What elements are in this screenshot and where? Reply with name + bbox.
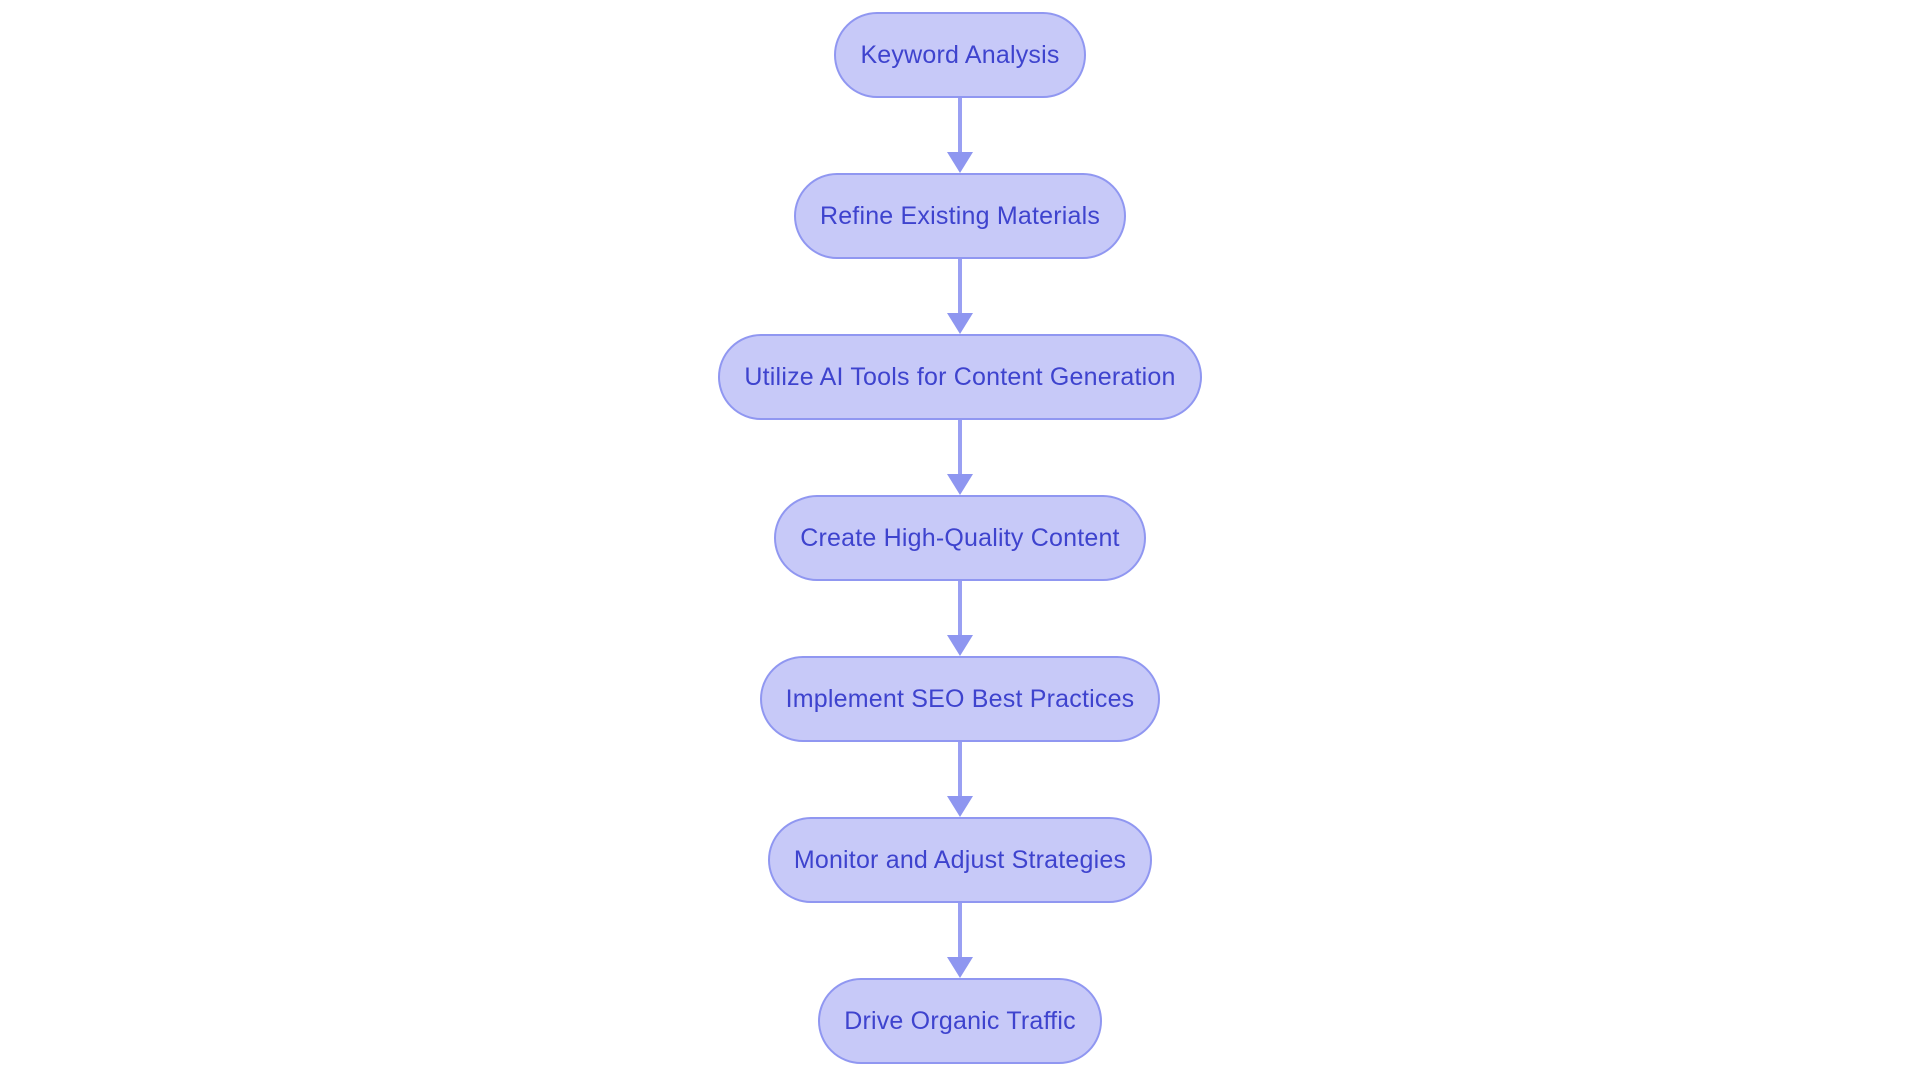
connector-line (958, 903, 962, 957)
flowchart: Keyword Analysis Refine Existing Materia… (0, 12, 1920, 1064)
flow-connector (946, 259, 974, 334)
arrow-down-icon (947, 957, 973, 978)
connector-line (958, 581, 962, 635)
flow-node-monitor-and-adjust-strategies: Monitor and Adjust Strategies (767, 817, 1153, 903)
arrow-down-icon (947, 635, 973, 656)
flow-node-utilize-ai-tools: Utilize AI Tools for Content Generation (718, 334, 1202, 420)
flow-node-keyword-analysis: Keyword Analysis (834, 12, 1086, 98)
arrow-down-icon (947, 796, 973, 817)
flow-connector (946, 903, 974, 978)
flow-node-label: Create High-Quality Content (800, 523, 1120, 552)
flow-node-create-high-quality-content: Create High-Quality Content (774, 495, 1146, 581)
flow-node-drive-organic-traffic: Drive Organic Traffic (818, 978, 1102, 1064)
flow-node-label: Keyword Analysis (860, 40, 1060, 69)
flow-connector (946, 420, 974, 495)
flow-connector (946, 98, 974, 173)
flow-node-label: Monitor and Adjust Strategies (793, 845, 1127, 874)
flow-node-refine-existing-materials: Refine Existing Materials (793, 173, 1127, 259)
flow-node-implement-seo-best-practices: Implement SEO Best Practices (759, 656, 1161, 742)
connector-line (958, 98, 962, 152)
flow-node-label: Refine Existing Materials (819, 201, 1101, 230)
arrow-down-icon (947, 313, 973, 334)
connector-line (958, 259, 962, 313)
flow-connector (946, 581, 974, 656)
arrow-down-icon (947, 152, 973, 173)
connector-line (958, 742, 962, 796)
flow-node-label: Utilize AI Tools for Content Generation (744, 362, 1176, 391)
connector-line (958, 420, 962, 474)
flow-node-label: Drive Organic Traffic (844, 1006, 1076, 1035)
arrow-down-icon (947, 474, 973, 495)
flow-connector (946, 742, 974, 817)
flow-node-label: Implement SEO Best Practices (785, 684, 1135, 713)
